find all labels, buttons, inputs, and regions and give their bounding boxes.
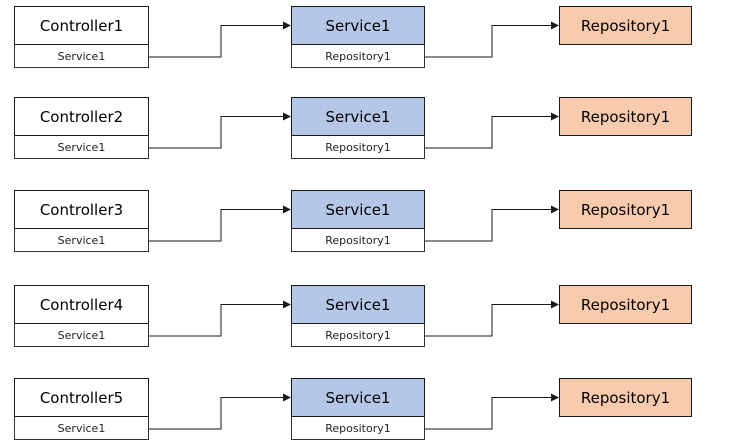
repository-box-row-5: Repository1: [559, 378, 692, 417]
controller-2-box: Controller2: [14, 97, 149, 136]
arrow-controller-3-to-service: [149, 205, 291, 242]
controller-4-dependency: Service1: [14, 324, 149, 347]
service-dependency-row-4: Repository1: [291, 324, 425, 347]
arrow-service-row-2-to-repository: [425, 112, 559, 149]
controller-2-dependency: Service1: [14, 136, 149, 159]
service-dependency-row-3: Repository1: [291, 229, 425, 252]
controller-1-dependency: Service1: [14, 45, 149, 68]
repository-box-row-1: Repository1: [559, 6, 692, 45]
service-box-row-5: Service1: [291, 378, 425, 417]
service-dependency-row-2: Repository1: [291, 136, 425, 159]
service-box-row-1: Service1: [291, 6, 425, 45]
service-box-row-2: Service1: [291, 97, 425, 136]
arrow-service-row-5-to-repository: [425, 393, 559, 430]
arrow-service-row-3-to-repository: [425, 205, 559, 242]
controller-4-box: Controller4: [14, 285, 149, 324]
controller-5-box: Controller5: [14, 378, 149, 417]
service-dependency-row-1: Repository1: [291, 45, 425, 68]
arrow-controller-2-to-service: [149, 112, 291, 149]
arrow-controller-5-to-service: [149, 393, 291, 430]
arrow-service-row-4-to-repository: [425, 300, 559, 337]
repository-box-row-3: Repository1: [559, 190, 692, 229]
controller-3-box: Controller3: [14, 190, 149, 229]
repository-box-row-2: Repository1: [559, 97, 692, 136]
controller-3-dependency: Service1: [14, 229, 149, 252]
controller-1-box: Controller1: [14, 6, 149, 45]
service-box-row-4: Service1: [291, 285, 425, 324]
arrow-service-row-1-to-repository: [425, 21, 559, 58]
service-box-row-3: Service1: [291, 190, 425, 229]
arrow-controller-4-to-service: [149, 300, 291, 337]
controller-5-dependency: Service1: [14, 417, 149, 440]
repository-box-row-4: Repository1: [559, 285, 692, 324]
service-dependency-row-5: Repository1: [291, 417, 425, 440]
arrow-controller-1-to-service: [149, 21, 291, 58]
